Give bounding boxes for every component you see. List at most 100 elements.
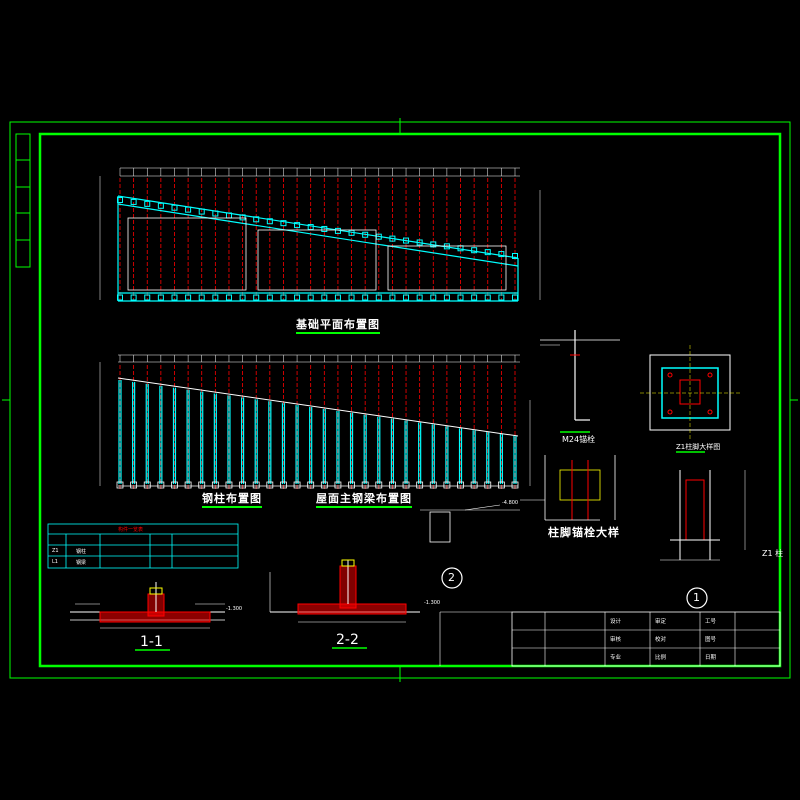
tb-cell-4: 图号 [705, 637, 717, 643]
column-base [239, 481, 246, 489]
tb-cell-7: 校对 [655, 637, 667, 643]
bay-outline-3 [387, 245, 507, 291]
column-base [361, 481, 369, 489]
column-base [484, 481, 492, 489]
pile-cap-bottom [144, 294, 151, 301]
anchor-bolt-detail [540, 330, 620, 433]
foundation-plan-title: 基础平面布置图 [296, 316, 380, 334]
pile-cap-top [144, 200, 151, 207]
tb-cell-9: 比例 [655, 655, 667, 661]
column-base [416, 481, 424, 489]
ground-beam-top-2 [117, 203, 519, 267]
pile-cap-top [512, 253, 518, 259]
pile-cap-bottom [416, 294, 423, 301]
member-row-2-code: L1 [52, 559, 58, 565]
ground-beam-top [117, 195, 519, 259]
z1-elevation-detail [660, 470, 746, 609]
z1-detail-title: Z1柱脚大样图 [676, 443, 721, 451]
pile-cap-bottom [239, 294, 246, 301]
bay-outline-1 [127, 217, 247, 291]
column-base [375, 481, 383, 489]
pile-cap-bottom [253, 294, 260, 301]
binding-strip [15, 133, 31, 268]
section-2-2-label: 2-2 [336, 632, 359, 648]
column-base [497, 481, 505, 489]
column-base [116, 481, 124, 489]
column-base [143, 481, 151, 489]
member-table-grid [47, 523, 239, 569]
column-base [157, 481, 165, 489]
column-base [211, 481, 219, 489]
level-3: -4.800 [502, 500, 519, 506]
tb-cell-6: 审定 [655, 619, 667, 625]
column-base [320, 481, 328, 489]
section-1-1 [70, 582, 225, 651]
tb-cell-2: 审核 [610, 637, 622, 643]
pile-cap-bottom [457, 294, 464, 301]
pile-cap-bottom [321, 294, 328, 301]
level-1: -1.300 [226, 606, 243, 612]
level-2: -1.300 [424, 600, 441, 606]
pile-cap-bottom [185, 294, 192, 301]
foundation-plan [99, 167, 541, 302]
tb-cell-3: 工号 [705, 619, 717, 625]
column-base [198, 481, 206, 489]
pile-cap-bottom [430, 294, 437, 301]
column-base [457, 481, 464, 489]
pile-cap-bottom [443, 294, 450, 301]
column-base [348, 481, 355, 489]
pile-cap-bottom [389, 294, 396, 301]
z1-plan-detail [640, 345, 740, 453]
pile-cap-bottom [294, 294, 301, 301]
column-base [130, 481, 138, 489]
pile-cap-bottom [362, 294, 369, 301]
pile-cap-top [498, 251, 505, 258]
column-base [293, 481, 301, 489]
pile-cap-bottom [171, 294, 178, 301]
circle-1-label: 1 [693, 591, 700, 604]
column-base [184, 481, 192, 489]
tb-cell-8: 专业 [610, 655, 622, 661]
column-base [511, 481, 519, 489]
column-plan [99, 354, 531, 490]
member-table-title: 构件一览表 [118, 527, 144, 533]
column-base [171, 481, 178, 489]
section-1-1-label: 1-1 [140, 634, 163, 650]
column-plan-title: 钢柱布置图 [202, 490, 262, 508]
member-row-1-code: Z1 [52, 548, 59, 554]
pile-cap-top [130, 198, 137, 205]
inner-frame [38, 132, 782, 668]
pile-cap-bottom [198, 294, 205, 301]
pile-cap-bottom [471, 294, 478, 301]
pile-cap-bottom [225, 294, 232, 301]
column-base [266, 481, 274, 489]
roof-beam [117, 377, 519, 437]
pile-cap-top [294, 222, 301, 229]
pile-cap-bottom [157, 294, 164, 301]
column-base [252, 481, 260, 489]
column-base [443, 481, 451, 489]
roof-beam-plan-title: 屋面主钢梁布置图 [316, 490, 412, 508]
anchor-detail-title: 柱脚锚栓大样 [548, 526, 620, 539]
column-base [280, 481, 287, 489]
pile-cap-bottom [212, 294, 219, 301]
section-2-2 [269, 559, 420, 649]
detail-2 [420, 504, 520, 589]
pile-cap-top [280, 220, 287, 227]
bay-outline-2 [257, 229, 377, 291]
member-row-2-name: 钢梁 [76, 560, 87, 566]
tb-cell-5: 日期 [705, 655, 717, 661]
member-row-1-name: 钢柱 [76, 549, 87, 555]
column-base [389, 481, 396, 489]
column-base [429, 481, 437, 489]
column-base [402, 481, 410, 489]
pile-cap-bottom [334, 294, 341, 301]
pile-cap-bottom [348, 294, 355, 301]
pile-cap-top [253, 216, 260, 223]
pile-cap-bottom [307, 294, 314, 301]
pile-cap-bottom [375, 294, 382, 301]
anchor-section-detail [520, 455, 616, 521]
pile-cap-top [307, 224, 314, 231]
pile-cap-top [266, 218, 273, 225]
